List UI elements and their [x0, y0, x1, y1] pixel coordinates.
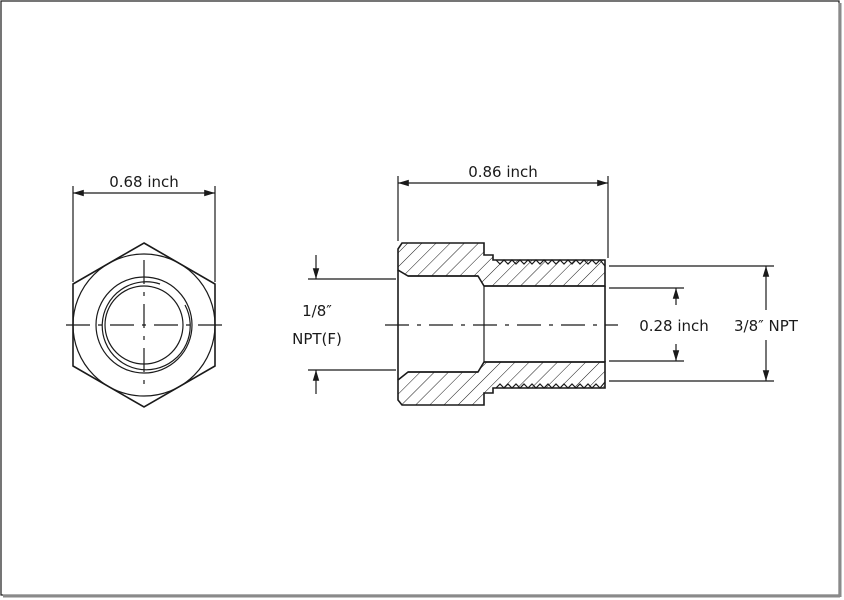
- length-dimension: 0.86 inch: [397, 163, 609, 258]
- width-dimension: 0.68 inch: [72, 173, 216, 282]
- female-thread-type-label: NPT(F): [292, 330, 342, 348]
- bore-dimension-label: 0.28 inch: [639, 317, 709, 335]
- female-thread-size-label: 1/8″: [302, 302, 332, 320]
- upper-thread-teeth: [495, 259, 606, 267]
- male-thread-label: 3/8″ NPT: [734, 317, 799, 335]
- female-thread-dimension: 1/8″ NPT(F): [292, 255, 396, 394]
- width-dimension-label: 0.68 inch: [109, 173, 179, 191]
- thread-inner-arc: [101, 281, 191, 371]
- hex-outline: [72, 242, 216, 408]
- length-dimension-label: 0.86 inch: [468, 163, 538, 181]
- end-view: 0.68 inch: [66, 173, 222, 408]
- lower-thread-teeth: [495, 381, 606, 389]
- male-thread-dimension: 3/8″ NPT: [609, 265, 799, 382]
- side-view: 0.86 inch 1/8″ NPT(F) 0.28 inch 3/8″ NPT: [292, 163, 799, 406]
- bore-dimension: 0.28 inch: [609, 287, 709, 362]
